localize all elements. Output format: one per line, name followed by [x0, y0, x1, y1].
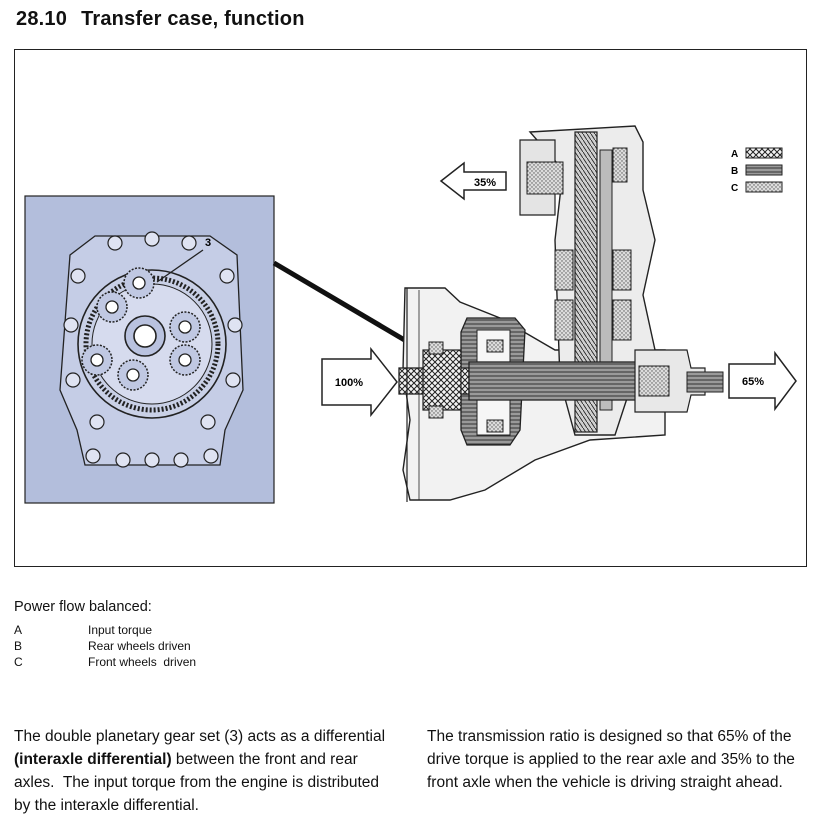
legend-row-a: A Input torque [14, 622, 196, 638]
legend-row-c: C Front wheels driven [14, 654, 196, 670]
legend-row-label: Rear wheels driven [88, 639, 191, 653]
paragraph-left-end: between the front and rear axles. The in… [14, 751, 384, 814]
planetary-gear-inset: 3 [24, 195, 275, 504]
section-heading: 28.10 Transfer case, function [16, 8, 305, 31]
transfer-case-diagram: 3 [24, 125, 797, 504]
legend-key-a: A [731, 149, 738, 160]
section-title: Transfer case, function [81, 8, 305, 30]
rear-percentage-label: 65% [742, 376, 764, 388]
legend-row-key: A [14, 623, 23, 637]
legend-key-b: B [731, 166, 738, 177]
legend-swatch-b [745, 164, 783, 176]
rear-axle-arrow: 65% [728, 350, 797, 412]
figure-legend: A B C [731, 147, 783, 194]
gear-set-callout: 3 [205, 237, 211, 249]
legend-row-key: C [14, 655, 23, 669]
body-paragraph-right: The transmission ratio is designed so th… [427, 728, 795, 791]
interaxle-differential-term: (interaxle differential) [14, 751, 172, 768]
power-flow-heading: Power flow balanced: [14, 599, 152, 615]
front-percentage-label: 35% [474, 177, 496, 189]
transfer-case-figure: 3 [14, 49, 807, 567]
legend-swatch-c [745, 181, 783, 193]
input-percentage-label: 100% [335, 377, 363, 389]
legend-key-c: C [731, 183, 738, 194]
legend-row-label: Input torque [88, 623, 153, 637]
section-number: 28.10 [16, 8, 68, 30]
transfer-case-section [398, 125, 724, 502]
legend-row-label: Front wheels driven [88, 655, 197, 669]
detail-connector-line [272, 260, 415, 348]
body-paragraph-left: The double planetary gear set (3) acts a… [14, 725, 394, 817]
front-axle-arrow: 35% [439, 161, 507, 201]
paragraph-left-start: The double planetary gear set (3) acts a… [14, 728, 390, 745]
input-arrow: 100% [321, 346, 398, 418]
legend-swatch-a [745, 147, 783, 159]
legend-row-b: B Rear wheels driven [14, 638, 196, 654]
power-flow-legend: A Input torque B Rear wheels driven C Fr… [14, 622, 196, 670]
legend-row-key: B [14, 639, 23, 653]
